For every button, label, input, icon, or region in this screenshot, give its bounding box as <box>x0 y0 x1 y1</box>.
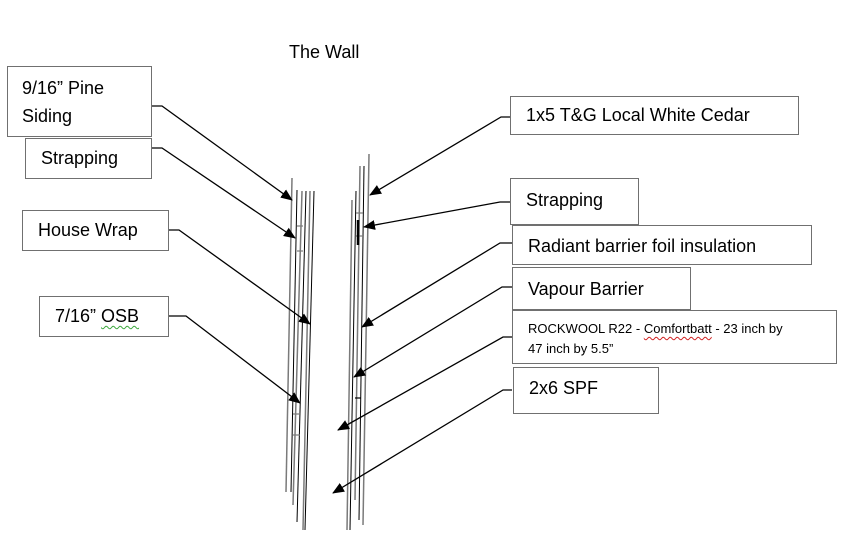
label-text: Strapping <box>41 148 119 168</box>
label-text: ROCKWOOL R22 - Comfortbatt - 23 inch by <box>528 321 783 336</box>
label-strapping-left: Strapping <box>25 138 152 179</box>
label-text: Strapping <box>526 190 604 210</box>
layer-line <box>304 190 315 531</box>
layer-line <box>362 153 370 526</box>
label-text: 2x6 SPF <box>529 378 599 398</box>
leader-house-wrap <box>168 229 311 325</box>
label-rockwool: ROCKWOOL R22 - Comfortbatt - 23 inch by … <box>512 310 837 364</box>
label-pine-siding: 9/16” Pine Siding <box>7 66 152 137</box>
label-cedar: 1x5 T&G Local White Cedar <box>510 96 799 135</box>
spellcheck-mark: Comfortbatt <box>643 321 712 336</box>
layer-line <box>346 199 353 531</box>
layer-line <box>302 190 311 531</box>
leader-radiant-barrier <box>361 242 512 328</box>
leader-pine-siding <box>151 105 293 201</box>
label-vapour-barrier: Vapour Barrier <box>512 267 691 310</box>
label-strapping-right: Strapping <box>510 178 639 225</box>
layer-line <box>296 190 307 523</box>
diagram-title: The Wall <box>289 42 360 62</box>
leader-strapping-right <box>363 201 510 230</box>
label-house-wrap: House Wrap <box>22 210 169 251</box>
leader-strapping-left <box>151 147 296 239</box>
label-text: 9/16” Pine <box>22 78 105 98</box>
layer-line <box>285 177 293 493</box>
label-osb: 7/16” OSB <box>39 296 169 337</box>
label-text: 7/16” OSB <box>55 306 140 326</box>
leader-cedar <box>369 116 510 196</box>
layer-line <box>349 190 357 531</box>
label-radiant-barrier: Radiant barrier foil insulation <box>512 225 812 265</box>
layer-line <box>292 190 303 506</box>
leader-rockwool <box>337 336 512 431</box>
left-wall-layers <box>285 177 315 531</box>
leader-spf <box>332 389 512 494</box>
label-text: 1x5 T&G Local White Cedar <box>526 105 750 125</box>
label-text: House Wrap <box>38 220 138 240</box>
label-text: Vapour Barrier <box>528 279 644 299</box>
layer-line <box>290 189 298 493</box>
label-text: Siding <box>22 106 73 126</box>
leader-lines <box>151 105 512 494</box>
leader-vapour-barrier <box>353 286 512 378</box>
leader-osb <box>168 315 301 404</box>
label-text: Radiant barrier foil insulation <box>528 236 757 256</box>
label-text: 47 inch by 5.5” <box>528 341 614 356</box>
label-spf: 2x6 SPF <box>513 367 659 414</box>
spellcheck-mark: OSB <box>101 306 140 326</box>
